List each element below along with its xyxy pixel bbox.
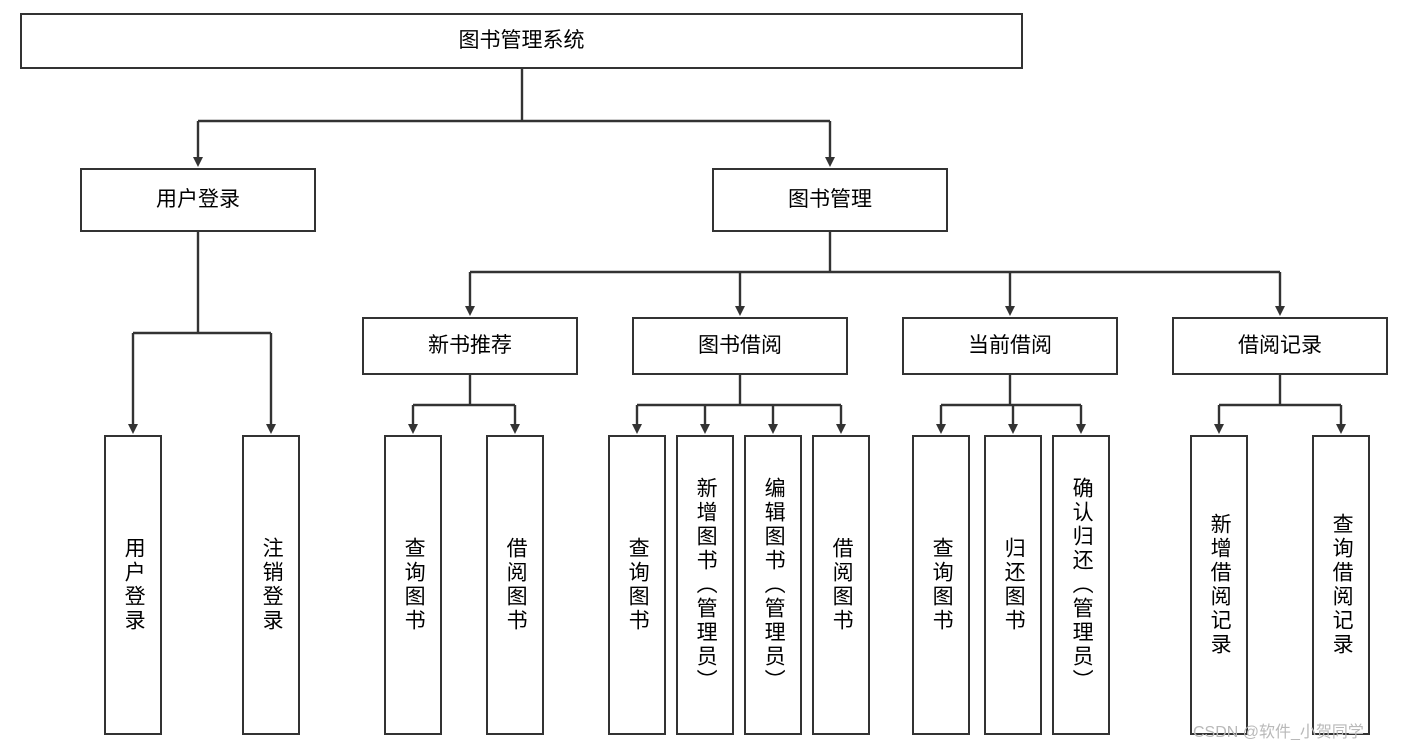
node-borrow-records: 借阅记录 [1172, 317, 1388, 375]
node-label: 图书借阅 [698, 333, 782, 357]
node-label: 用户登录 [122, 537, 146, 633]
node-leaf-query-book-3: 查询图书 [912, 435, 970, 735]
node-label: 新增借阅记录 [1208, 513, 1232, 657]
node-leaf-add-book: 新增图书（管理员） [676, 435, 734, 735]
node-leaf-borrow-book-1: 借阅图书 [486, 435, 544, 735]
node-label: 借阅记录 [1238, 333, 1322, 357]
node-book-manage: 图书管理 [712, 168, 948, 232]
node-user-login: 用户登录 [80, 168, 316, 232]
node-label: 新书推荐 [428, 333, 512, 357]
node-root: 图书管理系统 [20, 13, 1023, 69]
node-label: 查询借阅记录 [1330, 513, 1354, 657]
node-label: 查询图书 [626, 537, 650, 633]
node-label: 借阅图书 [830, 537, 854, 633]
node-label: 编辑图书（管理员） [762, 477, 786, 693]
node-label: 查询图书 [402, 537, 426, 633]
node-leaf-user-login: 用户登录 [104, 435, 162, 735]
node-label: 注销登录 [260, 537, 284, 633]
node-leaf-query-record: 查询借阅记录 [1312, 435, 1370, 735]
node-label: 借阅图书 [504, 537, 528, 633]
node-leaf-query-book-1: 查询图书 [384, 435, 442, 735]
node-leaf-return-book: 归还图书 [984, 435, 1042, 735]
node-leaf-borrow-book-2: 借阅图书 [812, 435, 870, 735]
node-label: 当前借阅 [968, 333, 1052, 357]
node-label: 图书管理系统 [458, 28, 585, 52]
csdn-watermark: CSDN @软件_小贺同学 [1193, 724, 1364, 741]
node-label: 确认归还（管理员） [1070, 477, 1094, 693]
node-label: 用户登录 [156, 187, 240, 211]
node-leaf-logout: 注销登录 [242, 435, 300, 735]
node-leaf-add-record: 新增借阅记录 [1190, 435, 1248, 735]
node-label: 归还图书 [1002, 537, 1026, 633]
node-leaf-query-book-2: 查询图书 [608, 435, 666, 735]
node-leaf-edit-book: 编辑图书（管理员） [744, 435, 802, 735]
node-label: 查询图书 [930, 537, 954, 633]
node-current-borrow: 当前借阅 [902, 317, 1118, 375]
node-book-borrow: 图书借阅 [632, 317, 848, 375]
node-label: 图书管理 [788, 187, 872, 211]
node-new-book-recommend: 新书推荐 [362, 317, 578, 375]
node-label: 新增图书（管理员） [694, 477, 718, 693]
node-leaf-confirm-return: 确认归还（管理员） [1052, 435, 1110, 735]
